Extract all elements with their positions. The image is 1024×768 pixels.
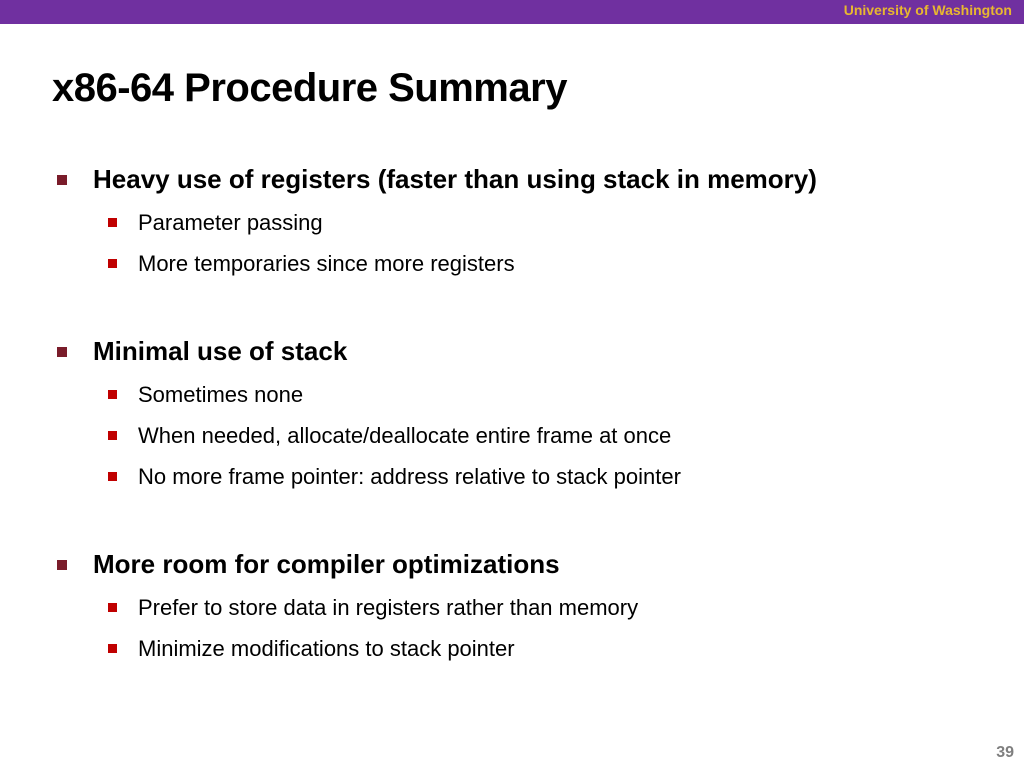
bullet-item: Sometimes none	[138, 382, 304, 407]
bullet-heading: Heavy use of registers (faster than usin…	[93, 164, 817, 194]
slide-title: x86-64 Procedure Summary	[52, 66, 567, 110]
square-bullet-icon	[108, 390, 117, 399]
square-bullet-icon	[108, 603, 117, 612]
square-bullet-icon	[108, 431, 117, 440]
page-number: 39	[996, 744, 1014, 761]
bullet-item: More temporaries since more registers	[138, 251, 515, 276]
square-bullet-icon	[108, 259, 117, 268]
square-bullet-icon	[57, 560, 67, 570]
bullet-item: No more frame pointer: address relative …	[138, 464, 681, 489]
bullet-item: Parameter passing	[138, 210, 323, 235]
top-banner: University of Washington	[0, 0, 1024, 24]
bullet-item: Minimize modifications to stack pointer	[138, 636, 515, 661]
institution-label: University of Washington	[843, 2, 1012, 18]
bullet-item: Prefer to store data in registers rather…	[138, 595, 639, 620]
bullet-heading: Minimal use of stack	[93, 336, 348, 366]
square-bullet-icon	[57, 175, 67, 185]
bullet-item: When needed, allocate/deallocate entire …	[138, 423, 672, 448]
square-bullet-icon	[57, 347, 67, 357]
bullet-heading: More room for compiler optimizations	[93, 549, 560, 579]
square-bullet-icon	[108, 472, 117, 481]
square-bullet-icon	[108, 218, 117, 227]
square-bullet-icon	[108, 644, 117, 653]
